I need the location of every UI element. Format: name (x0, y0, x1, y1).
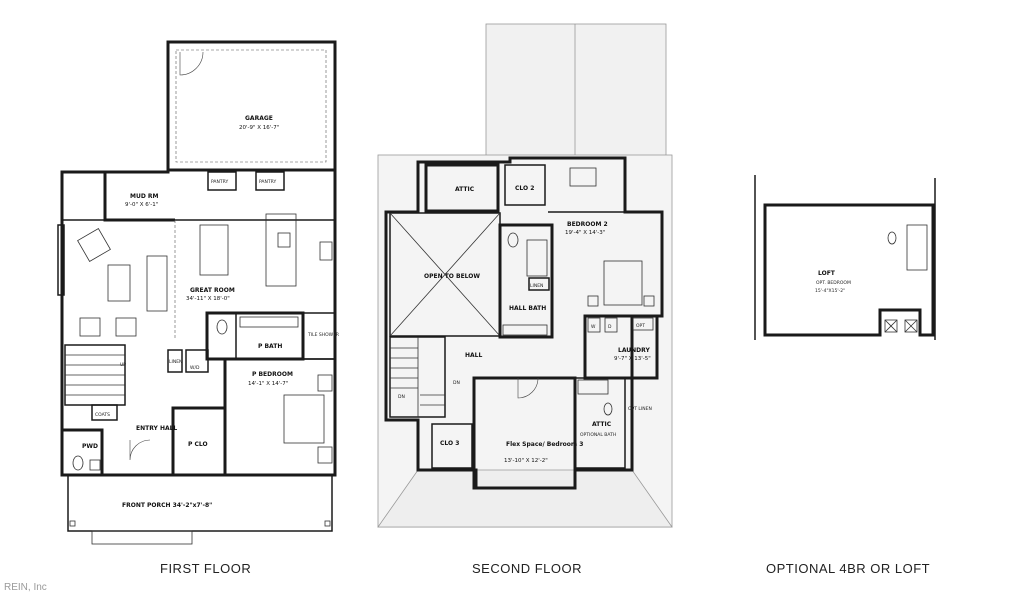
hall-bath-label: HALL BATH (509, 305, 546, 312)
pwd-label: PWD (82, 443, 98, 450)
chair-icon (79, 317, 101, 337)
dining-table-icon (199, 224, 229, 276)
optional-bath-label: OPTIONAL BATH (580, 432, 616, 438)
clo3-label: CLO 3 (440, 440, 459, 447)
second-floor-title: SECOND FLOOR (472, 561, 582, 576)
toilet-icon (507, 232, 519, 248)
linen-2-label: LINEN (530, 283, 543, 289)
garage-label: GARAGE (245, 115, 273, 122)
cooktop-icon (277, 232, 291, 248)
loft-label: LOFT (818, 270, 836, 277)
optional-floor-plan: LOFT OPT. BEDROOM 15'-4"X15'-2" OPTIONAL… (754, 175, 936, 576)
bedroom2-label: BEDROOM 2 (567, 221, 608, 228)
mudroom-dim: 9'-0" X 6'-1" (125, 202, 158, 208)
great-room-dim: 34'-11" X 18'-0" (186, 296, 230, 302)
loft-dim: 15'-4"X15'-2" (815, 288, 845, 294)
mudroom-label: MUD RM (130, 193, 159, 200)
entry-hall-label: ENTRY HALL (136, 425, 177, 432)
flex-space-dim: 13'-10" X 12'-2" (504, 458, 548, 464)
pantry-2-label: PANTRY (259, 179, 276, 185)
flex-space-label: Flex Space/ Bedroom 3 (506, 441, 583, 448)
toilet-icon (887, 231, 897, 245)
watermark: REIN, Inc (4, 582, 47, 593)
garage-room (166, 40, 337, 172)
second-floor-plan: ATTIC CLO 2 OPEN TO BELOW BEDROOM 2 19'-… (377, 23, 673, 576)
stairs-dn-1-label: DN (398, 394, 405, 400)
wd-label: W/D (190, 365, 200, 371)
pbath-label: P BATH (258, 343, 282, 350)
coffee-table-icon (107, 264, 131, 302)
toilet-icon (603, 402, 613, 416)
bed-icon (603, 260, 643, 306)
armchair-icon (77, 228, 111, 262)
attic-2-label: ATTIC (592, 421, 612, 428)
linen-label: LINEN (169, 359, 182, 365)
bathtub-icon (526, 239, 548, 277)
front-porch (67, 474, 333, 532)
garage-dim: 20'-9" X 16'-7" (239, 125, 279, 131)
roof-top (485, 23, 667, 159)
coats-label: COATS (95, 412, 110, 418)
sofa-icon (146, 255, 168, 312)
bed-icon (283, 394, 325, 444)
first-floor-plan: GARAGE 20'-9" X 16'-7" MUD RM 9'-0" X 6'… (57, 40, 339, 576)
pbedroom-label: P BEDROOM (252, 371, 293, 378)
loft-sub-label: OPT. BEDROOM (816, 280, 851, 286)
toilet-icon (72, 455, 84, 471)
stairs-dn-2-label: DN (453, 380, 460, 386)
pbedroom-dim: 14'-1" X 14'-7" (248, 381, 288, 387)
opt-linen-label: OPT LINEN (628, 406, 652, 412)
pantry-1-label: PANTRY (211, 179, 228, 185)
great-room-label: GREAT ROOM (190, 287, 235, 294)
laundry-dim: 9'-7" X 13'-5" (614, 356, 651, 362)
optional-floor-title: OPTIONAL 4BR OR LOFT (766, 561, 930, 576)
washer-label: W (591, 324, 596, 330)
range-icon (319, 241, 333, 261)
chair-icon (115, 317, 137, 337)
bathtub-icon (906, 224, 928, 271)
first-floor-title: FIRST FLOOR (160, 561, 251, 576)
hall-label: HALL (465, 352, 482, 359)
tile-shower-label: TILE SHOWER (307, 332, 339, 338)
open-below-label: OPEN TO BELOW (424, 273, 480, 280)
kitchen-island-icon (265, 213, 297, 287)
opt-label: OPT (636, 323, 645, 329)
bedroom2-dim: 19'-4" X 14'-3" (565, 230, 605, 236)
stairs-up-label: UP (120, 362, 126, 368)
porch-label: FRONT PORCH 34'-2"x7'-8" (122, 502, 212, 509)
attic-1-label: ATTIC (455, 186, 475, 193)
toilet-icon (216, 319, 228, 335)
clo2-label: CLO 2 (515, 185, 534, 192)
dryer-label: D (608, 324, 612, 330)
pclo-label: P CLO (188, 441, 208, 448)
laundry-label: LAUNDRY (618, 347, 650, 354)
